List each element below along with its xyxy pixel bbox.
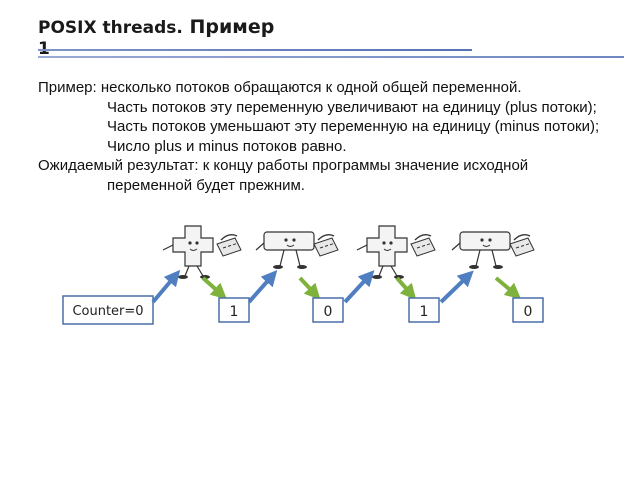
body-text: Пример: несколько потоков обращаются к о…: [38, 78, 638, 195]
text-line-2: Часть потоков эту переменную увеличивают…: [107, 98, 597, 116]
text-line-5: Ожидаемый результат: к концу работы прог…: [38, 157, 529, 174]
arrow-read: [151, 269, 181, 304]
minus-thread-icon: [451, 231, 535, 269]
text-line-3: Часть потоков уменьшают эту переменную н…: [107, 118, 600, 135]
plus-thread-icon: [162, 225, 242, 279]
text-line-6: переменной будет прежним.: [107, 176, 305, 194]
value-box: 1: [408, 297, 440, 323]
value-label: 1: [420, 304, 429, 320]
value-box: 1: [218, 297, 250, 323]
value-label: 1: [230, 304, 239, 320]
value-boxes: 1 0 1 0: [218, 297, 544, 323]
arrow-write: [298, 276, 321, 300]
title-underline-2: [38, 56, 624, 58]
plus-thread-icon: [356, 225, 436, 279]
arrow-read: [247, 270, 278, 304]
counter-label: Counter=0: [72, 304, 143, 319]
arrow-write: [494, 276, 522, 300]
thread-figures: [162, 225, 535, 279]
title-underline-1: [38, 49, 472, 51]
slide-title: POSIX threads. Пример 1: [38, 15, 275, 59]
text-line-4: Число plus и minus потоков равно.: [107, 137, 347, 155]
arrow-write: [201, 276, 227, 300]
arrow-write: [395, 276, 417, 301]
title-part1: POSIX threads.: [38, 18, 183, 38]
arrow-read: [439, 270, 474, 304]
thread-arrows: [151, 269, 522, 304]
value-label: 0: [524, 304, 533, 320]
title-part2: Пример: [182, 16, 275, 38]
text-line-1: Пример: несколько потоков обращаются к о…: [38, 79, 522, 96]
minus-thread-icon: [255, 231, 339, 269]
value-label: 0: [324, 304, 333, 320]
value-box: 0: [312, 297, 344, 323]
arrow-read: [343, 270, 375, 304]
value-box: 0: [512, 297, 544, 323]
counter-box: Counter=0: [62, 295, 154, 325]
